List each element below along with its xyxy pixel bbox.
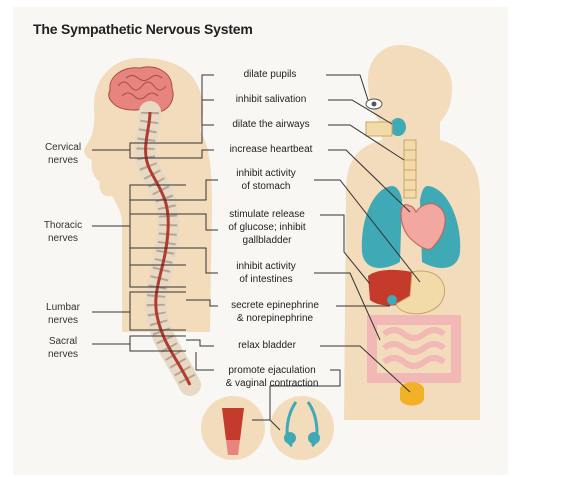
- nerve-label-cervical: Cervical nerves: [33, 141, 93, 167]
- effect-label-inhibit-stomach: inhibit activity of stomach: [218, 167, 314, 193]
- nerve-label-line: Cervical: [44, 142, 82, 153]
- effect-label-line: increase heartbeat: [229, 144, 313, 155]
- effect-label-line: stimulate release: [229, 209, 305, 220]
- brain: [108, 66, 174, 115]
- effect-label-inhibit-salivation: inhibit salivation: [214, 93, 328, 106]
- effect-label-line: inhibit activity: [236, 261, 296, 272]
- nerve-label-lumbar: Lumbar nerves: [33, 301, 93, 327]
- brain-folds: [117, 75, 167, 100]
- effect-label-promote-ejaculation: promote ejaculation & vaginal contractio…: [210, 364, 334, 390]
- gallbladder: [387, 295, 397, 305]
- large-intestine: [367, 315, 461, 383]
- male-reproductive-inset: [270, 396, 334, 460]
- effect-label-line: promote ejaculation: [228, 365, 316, 376]
- effect-label-inhibit-intestines: inhibit activity of intestines: [218, 260, 314, 286]
- small-intestine: [382, 327, 446, 369]
- effect-label-relax-bladder: relax bladder: [214, 339, 320, 352]
- effect-connector-lines: [186, 74, 421, 431]
- nerve-bracket-lines: [92, 142, 186, 352]
- trachea: [403, 139, 417, 199]
- salivary-gland: [390, 118, 406, 136]
- effect-label-line: inhibit activity: [236, 168, 296, 179]
- effect-label-line: of stomach: [241, 181, 291, 192]
- effect-label-line: & vaginal contraction: [225, 378, 319, 389]
- nerve-label-thoracic: Thoracic nerves: [33, 219, 93, 245]
- effect-label-line: dilate pupils: [243, 69, 297, 80]
- nerve-label-line: nerves: [47, 155, 78, 166]
- mouth: [365, 121, 393, 137]
- nerve-label-line: nerves: [47, 315, 78, 326]
- effect-label-release-glucose: stimulate release of glucose; inhibit ga…: [214, 208, 320, 247]
- effect-label-dilate-airways: dilate the airways: [214, 118, 328, 131]
- heart: [400, 202, 446, 250]
- effect-label-secrete-epinephrine: secrete epinephrine & norepinephrine: [214, 299, 336, 325]
- effect-label-line: of glucose; inhibit: [228, 222, 306, 233]
- left-lung: [361, 186, 402, 268]
- page-title: The Sympathetic Nervous System: [33, 21, 253, 37]
- effect-label-line: of intestines: [239, 274, 293, 285]
- stomach: [395, 270, 446, 315]
- nerve-label-line: Thoracic: [43, 220, 83, 231]
- left-body-silhouette: [84, 58, 212, 332]
- effect-label-line: gallbladder: [242, 235, 292, 246]
- nerve-label-line: Sacral: [48, 336, 78, 347]
- effect-label-increase-heartbeat: increase heartbeat: [214, 143, 328, 156]
- nerve-label-line: Lumbar: [46, 302, 80, 313]
- nerve-label-line: nerves: [47, 349, 78, 360]
- effect-label-line: dilate the airways: [232, 119, 310, 130]
- nerve-label-sacral: Sacral nerves: [33, 335, 93, 361]
- effect-label-dilate-pupils: dilate pupils: [214, 68, 326, 81]
- effect-label-line: relax bladder: [238, 340, 296, 351]
- effect-label-line: secrete epinephrine: [231, 300, 319, 311]
- nerve-label-line: nerves: [47, 233, 78, 244]
- effect-label-line: inhibit salivation: [235, 94, 307, 105]
- effect-label-line: & norepinephrine: [236, 313, 314, 324]
